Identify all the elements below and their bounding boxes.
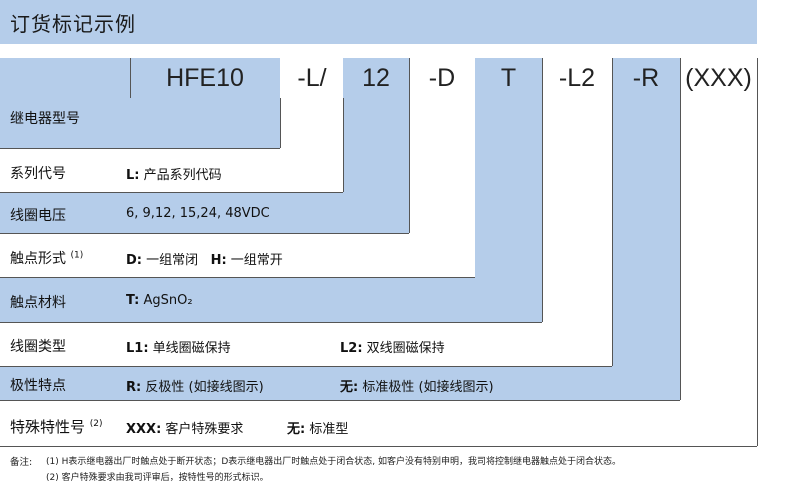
label-contact-material: 触点材料	[10, 295, 66, 311]
desc-coil-type-l2: L2: 双线圈磁保持	[340, 341, 445, 356]
footnote-2-ref: (2)	[89, 419, 103, 429]
step-fill-model	[0, 58, 280, 148]
divider-model	[130, 58, 131, 98]
rule-coil-type	[0, 366, 612, 367]
code-contact-form: -D	[428, 64, 456, 92]
label-special-code: 特殊特性号 (2)	[10, 418, 103, 436]
divider-series	[280, 98, 281, 148]
desc-coil-voltage: 6, 9,12, 15,24, 48VDC	[126, 206, 270, 221]
divider-voltage	[343, 98, 344, 192]
code-model: HFE10	[166, 64, 244, 92]
label-relay-model: 继电器型号	[10, 111, 80, 127]
desc-contact-material: T: AgSnO₂	[126, 293, 193, 308]
desc-coil-type-l1: L1: 单线圈磁保持	[126, 341, 231, 356]
code-voltage: 12	[362, 64, 390, 92]
label-series-code: 系列代号	[10, 166, 66, 182]
divider-polarity	[680, 58, 681, 400]
rule-polarity	[0, 400, 680, 401]
desc-series-code: L: 产品系列代码	[126, 168, 222, 183]
step-fill-polarity-row	[0, 366, 680, 400]
label-coil-voltage: 线圈电压	[10, 208, 66, 224]
code-special: (XXX)	[685, 64, 752, 92]
desc-polarity-std: 无: 标准极性 (如接线图示)	[340, 380, 494, 395]
step-fill-polarity	[612, 58, 680, 400]
page-title: 订货标记示例	[10, 12, 136, 36]
code-polarity: -R	[632, 64, 660, 92]
divider-contact-form	[409, 58, 410, 233]
notes-line-2: (2) 客户特殊要求由我司评审后，按特性号的形式标识。	[46, 473, 269, 483]
label-polarity: 极性特点	[10, 378, 66, 394]
desc-polarity-r: R: 反极性 (如接线图示)	[126, 380, 264, 395]
rule-model	[0, 148, 280, 149]
code-series: -L/	[297, 64, 327, 92]
label-contact-form: 触点形式 (1)	[10, 250, 84, 267]
desc-contact-form: D: 一组常闭 H: 一组常开	[126, 253, 283, 268]
divider-material	[542, 58, 543, 322]
code-coil-type: -L2	[558, 64, 596, 92]
code-contact-material: T	[500, 64, 517, 92]
rule-contact-form	[0, 277, 475, 278]
footnote-1-ref: (1)	[70, 250, 84, 261]
label-coil-type: 线圈类型	[10, 339, 66, 355]
step-fill-material-row	[0, 277, 542, 322]
rule-material	[0, 322, 542, 323]
desc-special-std: 无: 标准型	[287, 422, 349, 437]
rule-voltage	[0, 233, 409, 234]
divider-coil-type	[612, 58, 613, 366]
notes-line-1: (1) H表示继电器出厂时触点处于断开状态；D表示继电器出厂时触点处于闭合状态,…	[46, 457, 622, 467]
notes-label: 备注:	[10, 457, 33, 468]
rule-series	[0, 192, 343, 193]
step-fill-voltage-row	[0, 192, 409, 233]
desc-special-xxx: XXX: 客户特殊要求	[126, 422, 244, 437]
title-bar	[0, 0, 757, 44]
rule-special	[0, 446, 757, 447]
divider-special	[757, 58, 758, 446]
